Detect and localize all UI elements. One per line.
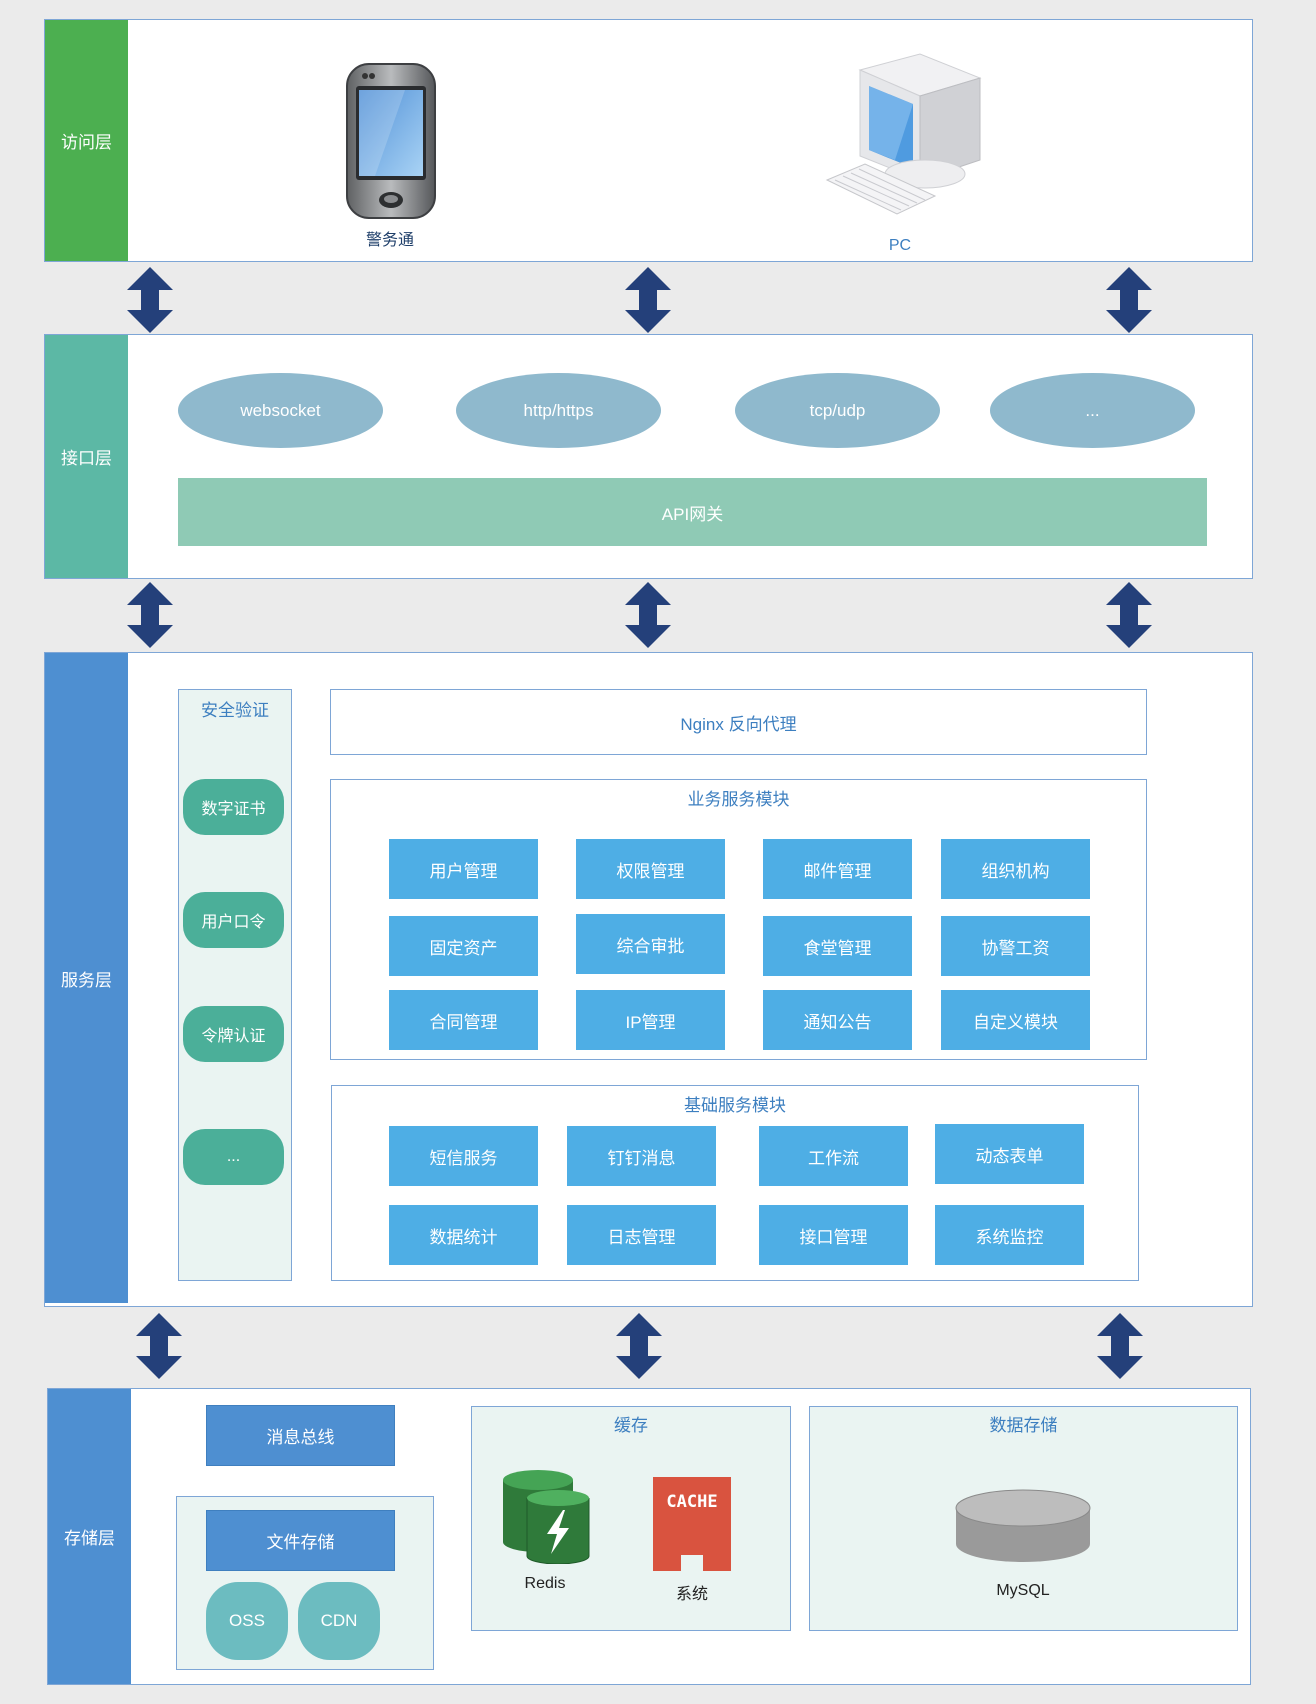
cache-icon: CACHE [653,1477,731,1571]
security-item-cert: 数字证书 [183,779,284,835]
interface-layer-label: 接口层 [45,335,128,578]
protocol-tcp-udp: tcp/udp [735,373,940,448]
security-item-token: 令牌认证 [183,1006,284,1062]
nginx-proxy: Nginx 反向代理 [330,689,1147,755]
arrow-icon [625,582,671,648]
security-item-more: ... [183,1129,284,1185]
data-storage-panel-title: 数据存储 [989,1415,1058,1435]
security-panel-title: 安全验证 [201,700,269,720]
module-custom: 自定义模块 [941,990,1090,1050]
service-layer-label: 服务层 [45,653,128,1303]
file-storage: 文件存储 [206,1510,395,1571]
svg-text:CACHE: CACHE [666,1492,717,1512]
module-logs: 日志管理 [567,1205,716,1265]
business-panel-title: 业务服务模块 [687,789,790,809]
api-gateway: API网关 [178,478,1207,546]
storage-layer-label: 存储层 [48,1389,131,1684]
oss-node: OSS [206,1582,288,1660]
security-panel [178,689,292,1281]
module-contract: 合同管理 [389,990,538,1050]
arrow-icon [136,1313,182,1379]
pc-label: PC [888,237,912,254]
module-sms: 短信服务 [389,1126,538,1186]
cache-panel-title: 缓存 [614,1415,648,1435]
arrow-icon [1097,1313,1143,1379]
module-mail: 邮件管理 [763,839,912,899]
redis-icon [503,1470,590,1564]
module-approval: 综合审批 [576,914,725,974]
module-dingtalk: 钉钉消息 [567,1126,716,1186]
protocol-more: ... [990,373,1195,448]
arrow-icon [127,582,173,648]
module-api: 接口管理 [759,1205,908,1265]
arrow-icon [127,267,173,333]
message-bus: 消息总线 [206,1405,395,1466]
system-label: 系统 [675,1586,708,1603]
module-salary: 协警工资 [941,916,1090,976]
security-item-password: 用户口令 [183,892,284,948]
module-monitor: 系统监控 [935,1205,1084,1265]
mysql-label: MySQL [996,1582,1050,1599]
protocol-websocket: websocket [178,373,383,448]
module-ip: IP管理 [576,990,725,1050]
pc-icon [825,53,982,215]
access-layer-label: 访问层 [45,20,128,261]
cdn-node: CDN [298,1582,380,1660]
mobile-phone-label: 警务通 [365,232,414,249]
module-org: 组织机构 [941,839,1090,899]
module-user: 用户管理 [389,839,538,899]
arrow-icon [625,267,671,333]
module-dynamic-form: 动态表单 [935,1124,1084,1184]
module-workflow: 工作流 [759,1126,908,1186]
base-panel-title: 基础服务模块 [684,1095,786,1115]
arrow-icon [1106,582,1152,648]
mysql-database-icon [955,1489,1091,1562]
module-canteen: 食堂管理 [763,916,912,976]
module-statistics: 数据统计 [389,1205,538,1265]
arrow-icon [616,1313,662,1379]
arrow-icon [1106,267,1152,333]
module-notice: 通知公告 [763,990,912,1050]
mobile-phone-icon [346,63,436,219]
protocol-http: http/https [456,373,661,448]
access-layer [44,19,1253,262]
redis-label: Redis [524,1575,566,1592]
module-assets: 固定资产 [389,916,538,976]
module-permission: 权限管理 [576,839,725,899]
